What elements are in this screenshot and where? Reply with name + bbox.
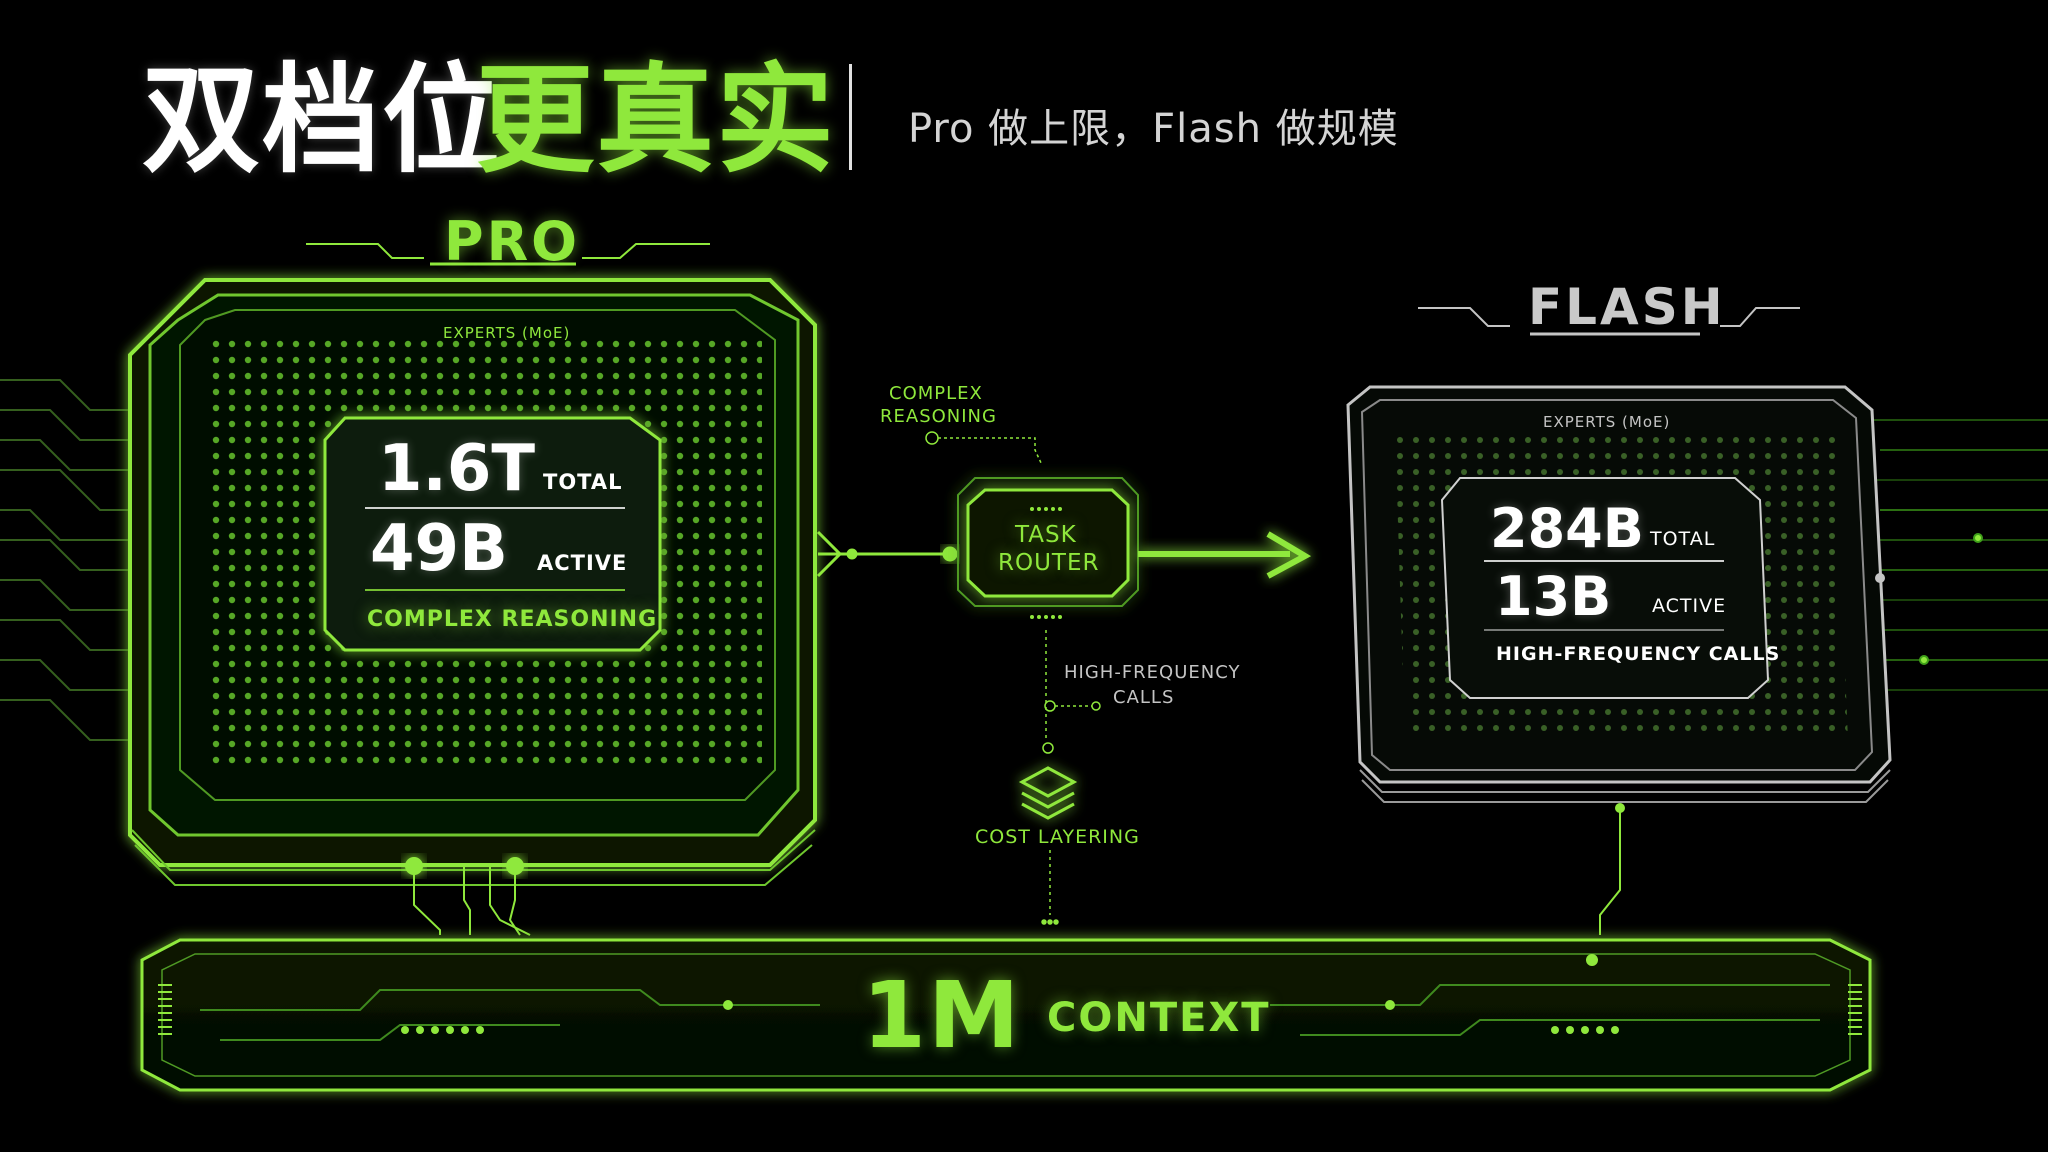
flash-description: HIGH-FREQUENCY CALLS <box>1496 643 1781 665</box>
context-value: 1M <box>862 962 1022 1069</box>
pro-experts-label: EXPERTS (MoE) <box>443 324 571 342</box>
context-bar-nodes <box>401 954 1619 1034</box>
router-vertical-link <box>1041 630 1101 925</box>
pro-to-router-link <box>816 530 958 578</box>
cost-layering-label: COST LAYERING <box>975 826 1140 848</box>
header-divider <box>849 64 852 170</box>
context-bar-circuits <box>200 984 1830 1041</box>
high-frequency-label-line2: CALLS <box>1113 687 1175 708</box>
flash-total-value: 284B <box>1490 497 1644 560</box>
pro-total-value: 1.6T <box>378 432 536 506</box>
flash-experts-label: EXPERTS (MoE) <box>1543 413 1671 431</box>
context-bar-edge-connectors <box>158 984 1862 1035</box>
pro-active-value: 49B <box>370 512 508 586</box>
flash-active-label: ACTIVE <box>1652 595 1727 617</box>
complex-reasoning-label-line2: REASONING <box>880 406 997 427</box>
pro-connectors <box>405 857 531 936</box>
pro-active-label: ACTIVE <box>537 551 628 575</box>
flash-total-label: TOTAL <box>1650 528 1716 550</box>
pro-base-layers <box>131 829 816 886</box>
flash-base-layers <box>1359 769 1891 803</box>
pro-stat-panel <box>323 416 662 652</box>
complex-reasoning-label-line1: COMPLEX <box>889 383 983 404</box>
high-frequency-label-line1: HIGH-FREQUENCY <box>1064 662 1241 683</box>
task-router-box <box>957 477 1139 607</box>
pro-total-label: TOTAL <box>543 470 623 494</box>
right-light-streaks <box>1860 419 2048 691</box>
complex-reasoning-connector <box>925 431 1043 466</box>
pro-description: COMPLEX REASONING <box>367 607 658 632</box>
flash-header-bracket <box>1418 307 1800 336</box>
flash-label: FLASH <box>1528 278 1726 336</box>
subtitle: Pro 做上限，Flash 做规模 <box>908 106 1399 152</box>
router-label-line1: TASK <box>1015 522 1077 548</box>
flash-active-value: 13B <box>1495 565 1612 628</box>
left-circuit-lines <box>0 379 140 741</box>
router-indicator-dots <box>1030 507 1062 619</box>
pro-header-bracket <box>306 243 710 266</box>
title-primary: 双档位 <box>142 51 503 189</box>
title-highlight: 更真实 <box>476 51 837 189</box>
flash-stat-panel <box>1440 477 1770 699</box>
flash-connector <box>1599 573 1885 935</box>
context-label: CONTEXT <box>1047 995 1271 1041</box>
layers-icon <box>1018 766 1078 820</box>
pro-label: PRO <box>444 210 581 273</box>
router-to-flash-arrow <box>1138 531 1312 579</box>
router-label-line2: ROUTER <box>998 550 1100 576</box>
